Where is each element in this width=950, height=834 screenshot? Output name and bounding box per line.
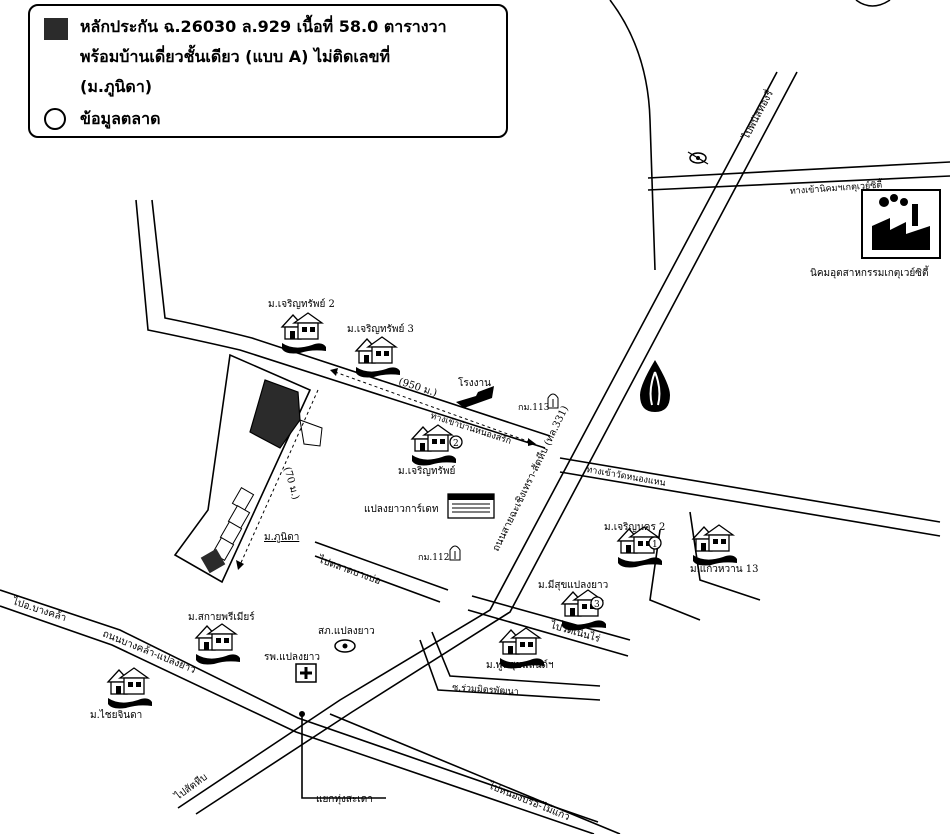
phunida-block [173,353,323,584]
label-village-charoensap: ม.เจริญทรัพย์ [398,465,455,477]
road-nongsarak-edge [151,199,551,437]
marker-1-label: 1 [652,540,658,550]
road-wattanee-edge [559,471,941,537]
road-bangbo-edge [314,555,441,603]
distance-70-line [239,389,319,566]
road-watnonrai [471,595,631,641]
road-wattanee [559,457,941,523]
km112-marker-icon [449,545,461,561]
label-to-bangbo-market: ไปตลาดบางบ่อ [316,553,382,587]
label-police: สภ.แปลงยาว [318,626,375,637]
label-road-wattanee: ทางเข้าวัดหนองแหน [585,464,666,489]
junction-stem [301,714,386,799]
road-east-side [649,529,701,621]
label-industrial-estate: นิคมอุตสาหกรรมเกตุเวย์ซิตี้ [810,265,930,279]
label-village-charoennakorn2: ม.เจริญนคร 2 [604,522,665,533]
road-bangkhla [0,589,599,823]
label-hospital: รพ.แปลงยาว [264,652,320,663]
collateral-swatch-icon [44,18,68,40]
label-km113: กม.113 [518,403,550,413]
label-distance-70: (70 ม.) [281,466,301,501]
house-icon-charoensap3 [355,336,401,379]
road-bangkhla-edge [0,605,595,834]
label-plaengyao-market: แปลงยาวการ์เดท [364,503,438,515]
market-data-swatch-icon [44,108,66,130]
label-village-phunida: ม.ภูนิดา [264,532,299,543]
house-icon-charoensap [411,424,457,467]
road-soi-edge [431,631,601,687]
factory-icon [456,386,494,408]
label-village-sakai: ม.สกายพรีเมียร์ [188,611,255,623]
collateral-lot [249,379,301,449]
police-icon [334,639,356,653]
plaengyao-market-icon [447,493,495,519]
house-icon-charoensap2 [281,312,327,355]
label-village-meesuk: ม.มีสุขแปลงยาว [538,579,608,591]
legend-line-3: (ม.ภูนิดา) [80,77,153,96]
legend-line-2: พร้อมบ้านเดี่ยวชั้นเดียว (แบบ A) ไม่ติดเ… [80,47,391,66]
highway-331-edge [195,71,798,815]
label-km112: กม.112 [418,553,449,563]
distance-950-line [334,371,531,443]
label-village-charoensap3: ม.เจริญทรัพย์ 3 [347,323,414,335]
label-village-phunsuk: ม.พูนสุขแลนด์ฯ [486,659,554,671]
label-road-soi: ซ.ร่วมมิตรพัฒนา [452,682,519,698]
junction-dot [299,711,305,717]
landmark-marker-icon [687,151,709,165]
label-road-bangkhla: ถนนบางคล้า-แปลงยาว [101,628,198,676]
house-icon-sakai [195,623,241,666]
marker-2-icon [449,435,463,449]
road-nongsarak [135,199,546,449]
road-bangbo [314,541,449,591]
label-highway-331: ถนนสายฉะเชิงเทรา-สัตหีบ (ทล.331) [490,404,571,554]
label-factory: โรงงาน [458,376,491,389]
petrol-station-icon [640,360,670,412]
road-east-side2 [689,511,761,601]
road-nongpru [329,713,621,834]
label-to-sattahip: ไปสัตหีบ [172,771,210,803]
label-junction: แยกทุ่งสะเดา [316,794,373,805]
road-industrial-edge [647,175,950,191]
label-village-chaiyajinda: ม.ไชยจินดา [90,709,142,721]
house-icon-kaewwan13 [692,524,738,567]
industrial-estate-icon [861,189,941,259]
road-top-curve [609,0,656,271]
marker-3-icon [590,596,604,610]
road-industrial [647,161,950,179]
label-distance-950: (950 ม.) [397,376,438,399]
km113-marker-icon [547,393,559,409]
road-soi [419,639,601,701]
highway-331 [177,71,778,809]
label-village-charoensap2: ม.เจริญทรัพย์ 2 [268,298,335,310]
legend-line-4: ข้อมูลตลาด [80,109,161,128]
marker-1-icon [648,536,662,550]
marker-2-label: 2 [453,439,459,449]
label-to-panthong: ไปพนัสทองรื่ [738,87,776,142]
label-village-kaewwan13: ม.แก้วหวาน 13 [690,563,758,575]
legend-line-1: หลักประกัน ฉ.26030 ล.929 เนื้อที่ 58.0 ต… [80,17,447,36]
road-watnonrai-edge [467,609,629,657]
house-icon-chaiyajinda [107,667,153,710]
map-legend: หลักประกัน ฉ.26030 ล.929 เนื้อที่ 58.0 ต… [28,4,508,138]
marker-3-label: 3 [594,600,600,610]
hospital-icon [295,663,317,683]
